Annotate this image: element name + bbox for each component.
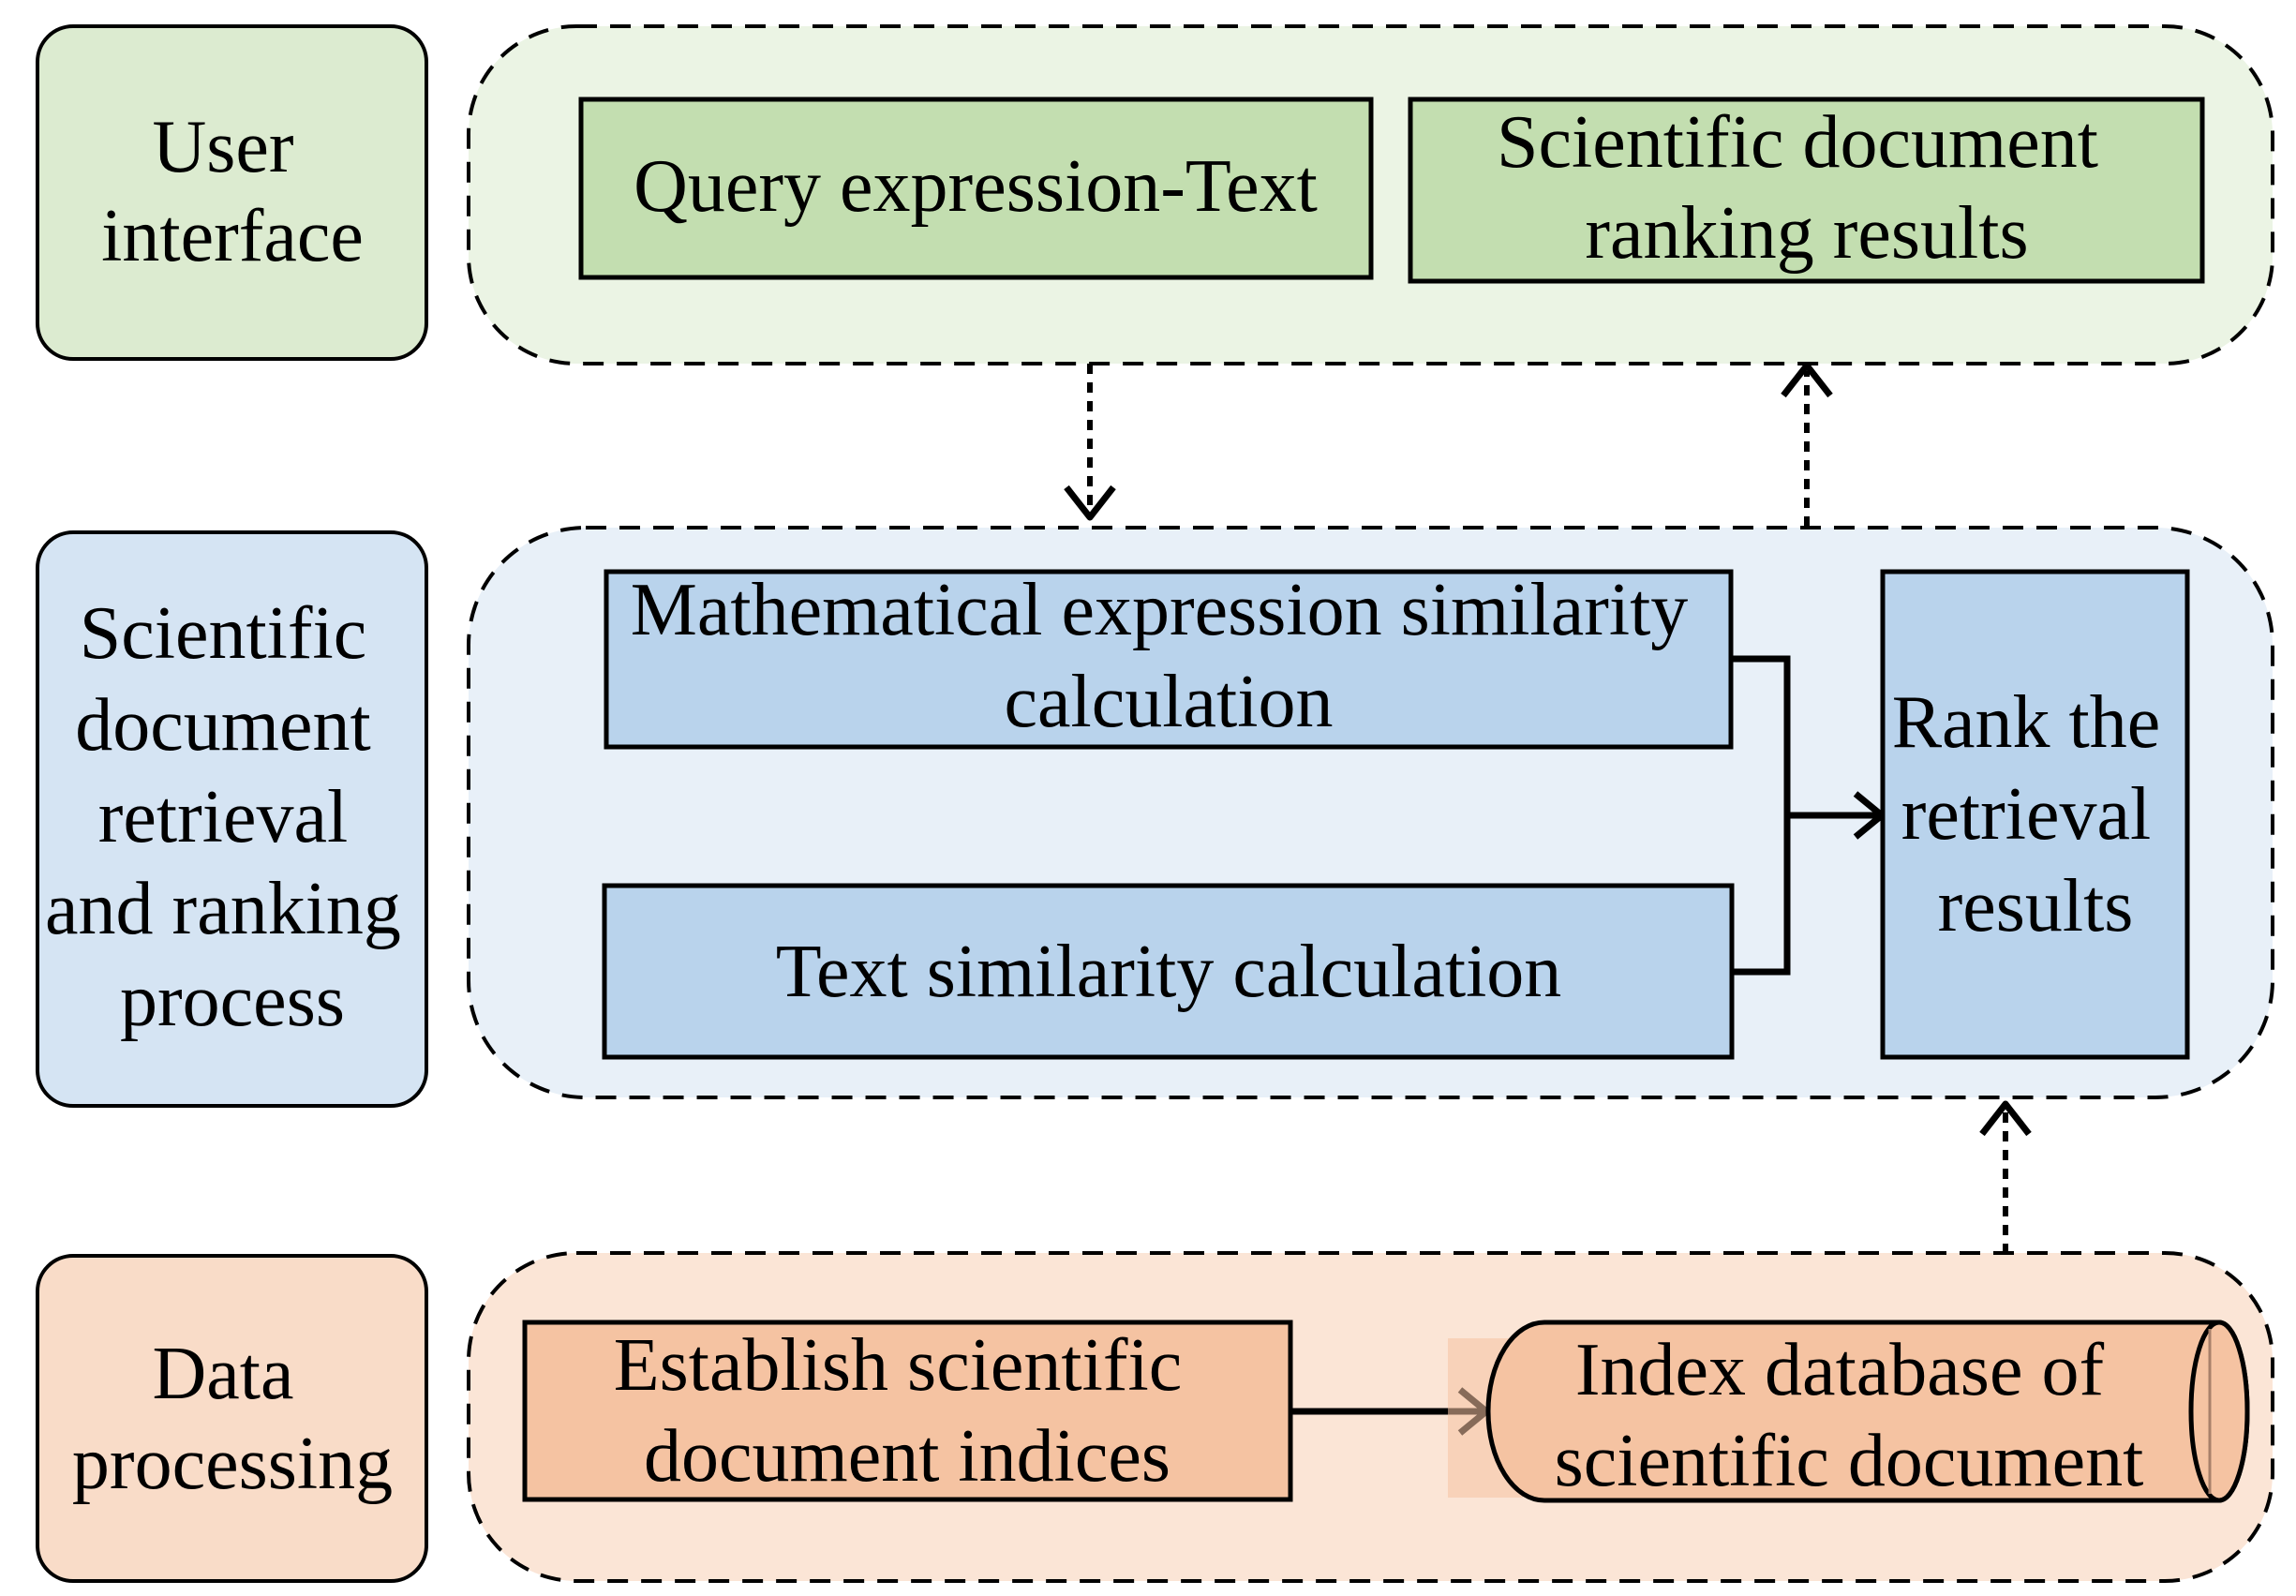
user-interface-label-box (36, 24, 428, 361)
database-cylinder-end (2188, 1320, 2250, 1503)
ranking-results-text: Scientific document ranking results (1497, 101, 2117, 275)
data-processing-label: Data processing (72, 1333, 393, 1505)
rank-results-box (1880, 569, 2190, 1060)
merge-arrow-head (1853, 791, 1886, 840)
database-arrow-head (1979, 1100, 2032, 1137)
results-arrow-head (1781, 362, 1833, 398)
database-text: Index database of scientific document (1555, 1329, 2144, 1502)
ranking-results-box (1408, 97, 2205, 284)
text-similarity-box (602, 883, 1735, 1060)
establish-indices-text: Establish scientific document indices (614, 1324, 1201, 1498)
establish-indices-box (522, 1320, 1293, 1502)
rank-results-text: Rank the retrieval results (1892, 681, 2180, 947)
query-expression-box (578, 97, 1374, 280)
math-similarity-box (604, 569, 1734, 750)
query-expression-text: Query expression-Text (634, 145, 1318, 228)
retrieval-label-box (36, 530, 428, 1108)
user-interface-label: User interface (101, 106, 364, 277)
math-similarity-text: Mathematical expression similarity calcu… (631, 569, 1707, 743)
retrieval-label: Scientific document retrieval and rankin… (45, 592, 420, 1042)
text-similarity-text: Text similarity calculation (776, 931, 1562, 1013)
data-processing-label-box (36, 1254, 428, 1583)
query-arrow-head (1064, 485, 1116, 521)
